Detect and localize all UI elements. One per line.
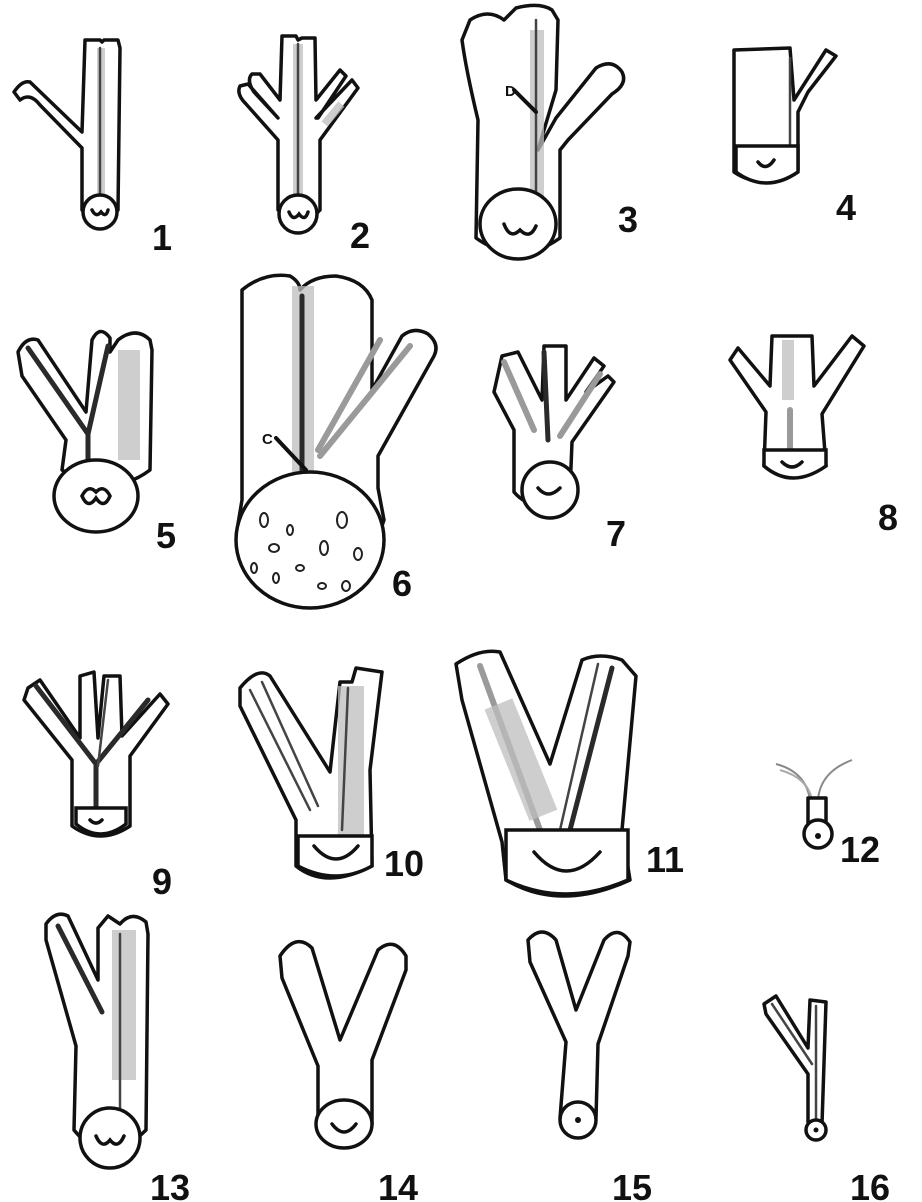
label-4: 4 bbox=[836, 187, 856, 228]
marker-c: C bbox=[262, 431, 273, 448]
label-5: 5 bbox=[156, 515, 176, 556]
label-13: 13 bbox=[150, 1167, 190, 1202]
specimen-11 bbox=[456, 651, 636, 896]
specimen-4 bbox=[734, 48, 836, 183]
specimen-14 bbox=[280, 942, 406, 1148]
label-14: 14 bbox=[378, 1167, 418, 1202]
label-12: 12 bbox=[840, 829, 880, 870]
label-7: 7 bbox=[606, 513, 626, 554]
specimen-15 bbox=[528, 932, 630, 1138]
label-16: 16 bbox=[850, 1167, 890, 1202]
label-9: 9 bbox=[152, 861, 172, 902]
specimen-6: C bbox=[236, 275, 436, 608]
label-3: 3 bbox=[618, 199, 638, 240]
specimen-16 bbox=[764, 996, 826, 1140]
specimen-1 bbox=[14, 40, 120, 229]
specimen-3: D bbox=[462, 5, 624, 259]
label-6: 6 bbox=[392, 563, 412, 604]
label-2: 2 bbox=[350, 215, 370, 256]
specimen-8 bbox=[730, 336, 864, 478]
specimen-10 bbox=[240, 668, 382, 878]
label-8: 8 bbox=[878, 497, 898, 538]
label-11: 11 bbox=[646, 839, 684, 880]
label-10: 10 bbox=[384, 843, 424, 884]
label-15: 15 bbox=[612, 1167, 652, 1202]
label-1: 1 bbox=[152, 217, 172, 258]
specimen-13 bbox=[46, 914, 148, 1168]
specimen-2 bbox=[239, 36, 358, 233]
specimen-9 bbox=[24, 672, 168, 836]
marker-d: D bbox=[505, 83, 516, 100]
specimen-7 bbox=[494, 346, 614, 518]
specimen-5 bbox=[18, 331, 152, 532]
